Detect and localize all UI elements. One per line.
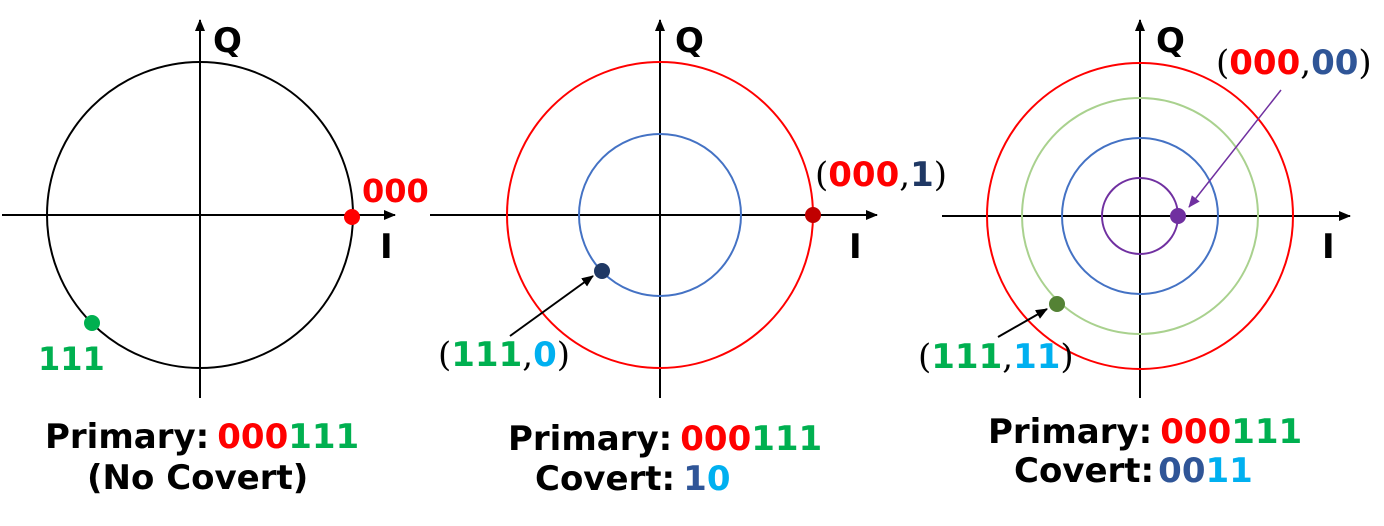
separator: , xyxy=(1300,43,1311,83)
close-paren: ) xyxy=(557,335,570,375)
primary-bits: 000 xyxy=(1229,43,1300,83)
open-paren: ( xyxy=(438,335,451,375)
covert-bits: 11 xyxy=(1013,337,1060,377)
primary-bits-000: 000 xyxy=(217,417,288,457)
covert-bits: 0 xyxy=(533,335,557,375)
symbol-point-000 xyxy=(344,209,360,225)
primary-label: Primary: xyxy=(988,412,1152,452)
separator: , xyxy=(899,155,910,195)
primary-bits: 111 xyxy=(451,335,522,375)
i-axis-label: I xyxy=(1322,227,1335,267)
covert-label: Covert: xyxy=(1014,451,1154,491)
covert-label: Covert: xyxy=(535,459,675,499)
close-paren: ) xyxy=(934,155,947,195)
ring-3 xyxy=(1061,137,1219,295)
point-label-000-00: (000,00) xyxy=(1216,43,1372,83)
pointer-arrow-purple xyxy=(1188,89,1282,208)
q-axis-label: Q xyxy=(1156,21,1185,61)
covert-bits-1: 1 xyxy=(683,459,707,499)
close-paren: ) xyxy=(1358,43,1371,83)
primary-bits-000: 000 xyxy=(1160,412,1231,452)
q-axis-label: Q xyxy=(675,21,704,61)
primary-caption: Primary:000111 xyxy=(988,412,1302,452)
point-label-111: 111 xyxy=(38,340,105,378)
i-axis-label: I xyxy=(380,227,393,267)
primary-label: Primary: xyxy=(508,419,672,459)
panel-1: Q I 000 111 Primary:000111 (No Covert) xyxy=(2,19,429,498)
primary-bits: 111 xyxy=(931,337,1002,377)
symbol-point-111-0 xyxy=(594,263,610,279)
inner-ring xyxy=(578,133,742,297)
close-paren: ) xyxy=(1060,337,1073,377)
primary-caption: Primary:000111 xyxy=(45,417,359,457)
symbol-point-111 xyxy=(84,315,100,331)
symbol-point-111-11 xyxy=(1049,296,1065,312)
separator: , xyxy=(522,335,533,375)
point-label-111-11: (111,11) xyxy=(918,337,1074,377)
open-paren: ( xyxy=(918,337,931,377)
open-paren: ( xyxy=(815,155,828,195)
primary-caption: Primary:000111 xyxy=(508,419,822,459)
pointer-arrow-black xyxy=(997,308,1048,338)
pointer-arrow xyxy=(509,275,594,337)
q-axis-label: Q xyxy=(213,21,242,61)
point-label-000: 000 xyxy=(362,172,429,210)
panel-2: Q I (000,1) (111,0) Primary:000111 Cover… xyxy=(430,19,947,499)
panel-3: Q I (000,00) (111,11) Primary:000111 Cov… xyxy=(918,19,1372,491)
no-covert-note: (No Covert) xyxy=(87,458,308,498)
covert-caption: Covert:10 xyxy=(535,459,731,499)
i-axis-label: I xyxy=(849,227,862,267)
primary-bits-111: 111 xyxy=(751,419,822,459)
covert-bits-11: 11 xyxy=(1205,451,1252,491)
covert-bits: 00 xyxy=(1311,43,1358,83)
covert-caption: Covert:0011 xyxy=(1014,451,1253,491)
ring-1-outer xyxy=(986,62,1294,370)
primary-bits-000: 000 xyxy=(680,419,751,459)
primary-label: Primary: xyxy=(45,417,209,457)
symbol-point-000-1 xyxy=(805,207,821,223)
covert-bits-00: 00 xyxy=(1158,451,1205,491)
separator: , xyxy=(1002,337,1013,377)
covert-bits: 1 xyxy=(910,155,934,195)
primary-bits-111: 111 xyxy=(1231,412,1302,452)
covert-bits-0: 0 xyxy=(707,459,731,499)
open-paren: ( xyxy=(1216,43,1229,83)
point-label-111-0: (111,0) xyxy=(438,335,570,375)
point-label-000-1: (000,1) xyxy=(815,155,947,195)
primary-bits-111: 111 xyxy=(288,417,359,457)
ring-2 xyxy=(1021,97,1259,335)
symbol-point-000-00 xyxy=(1170,208,1186,224)
primary-bits: 000 xyxy=(828,155,899,195)
